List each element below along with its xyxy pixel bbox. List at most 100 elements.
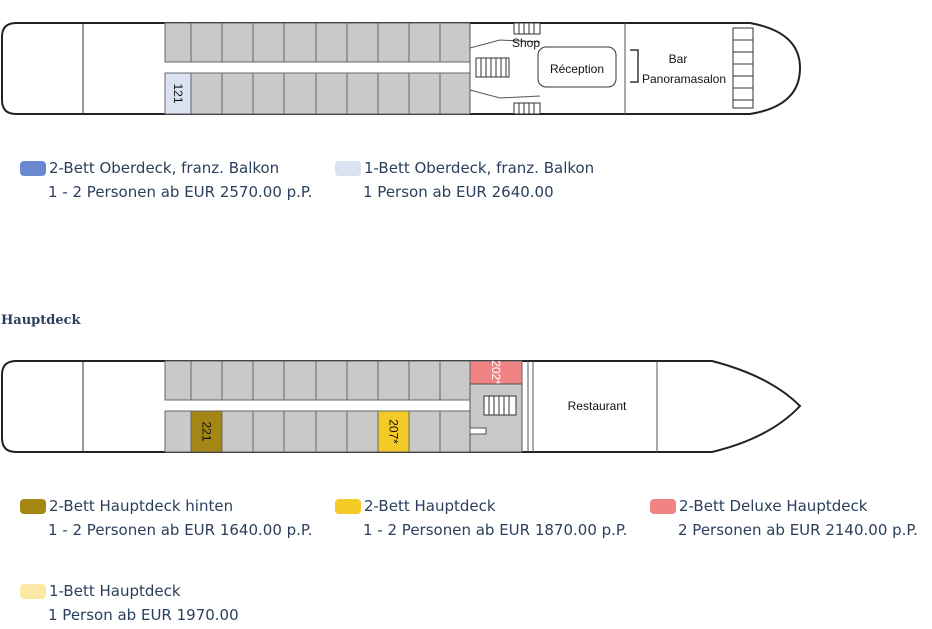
cabin[interactable]: [221, 360, 254, 401]
cabin-shape: [190, 360, 223, 401]
cabin[interactable]: [283, 410, 317, 453]
cabin-shape: [252, 360, 285, 401]
cabin-shape: [408, 410, 441, 453]
cabin-shape: [190, 72, 223, 115]
cabin-shape: [252, 410, 285, 453]
cabin-shape: [164, 72, 192, 115]
cabin-number: 202*: [489, 360, 503, 385]
cabin[interactable]: [164, 360, 192, 401]
cabin-shape: [439, 410, 471, 453]
legend-swatch: [335, 160, 361, 176]
cabin[interactable]: [190, 360, 223, 401]
cabin[interactable]: [439, 360, 471, 401]
cabin[interactable]: [283, 22, 317, 63]
upper-cabin-row-port: [164, 22, 471, 63]
cabin[interactable]: [164, 22, 192, 63]
cabin-shape: [315, 72, 348, 115]
cabin[interactable]: [252, 360, 285, 401]
cabin-shape: [346, 72, 379, 115]
cabin-shape: [439, 22, 471, 63]
legend-swatch: [335, 498, 361, 514]
cabin[interactable]: [221, 22, 254, 63]
cabin[interactable]: [346, 22, 379, 63]
legend-price: 1 - 2 Personen ab EUR 1640.00 p.P.: [48, 521, 313, 539]
cabin-shape: [346, 410, 379, 453]
cabin-shape: [221, 22, 254, 63]
cabin[interactable]: [346, 72, 379, 115]
cabin-207[interactable]: 207*: [377, 410, 410, 453]
cabin[interactable]: [252, 410, 285, 453]
cabin-shape: [252, 22, 285, 63]
bar-counter: [630, 49, 639, 83]
cabin-shape: [377, 72, 410, 115]
cabin[interactable]: [377, 22, 410, 63]
cabin[interactable]: [315, 22, 348, 63]
cabin-shape: [346, 22, 379, 63]
legend-price: 1 - 2 Personen ab EUR 2570.00 p.P.: [48, 183, 313, 201]
cabin[interactable]: [377, 72, 410, 115]
cabin-shape: [315, 410, 348, 453]
cabin-number: 121: [171, 83, 185, 103]
legend-name: 1-Bett Oberdeck, franz. Balkon: [364, 159, 595, 177]
cabin[interactable]: [315, 72, 348, 115]
upper-stair-top-icon: [513, 22, 541, 35]
cabin[interactable]: [346, 410, 379, 453]
cabin-121[interactable]: 121: [164, 72, 192, 115]
cabin-shape: [408, 72, 441, 115]
cabin-shape: [283, 360, 317, 401]
cabin-shape: [221, 72, 254, 115]
upper-cabin-row-starboard: 121: [164, 72, 471, 115]
cabin-202[interactable]: 202*: [469, 360, 523, 385]
cabin[interactable]: [315, 410, 348, 453]
cabin[interactable]: [252, 22, 285, 63]
legend-name: 2-Bett Deluxe Hauptdeck: [679, 497, 868, 515]
legend-item-2bett-hauptdeck: 2-Bett Hauptdeck 1 - 2 Personen ab EUR 1…: [335, 497, 645, 539]
main-cabin-row-starboard: 221 207*: [164, 410, 471, 453]
cabin-221[interactable]: 221: [190, 410, 223, 453]
cabin[interactable]: [190, 22, 223, 63]
cabin[interactable]: [408, 72, 441, 115]
legend-item-2bett-deluxe-hauptdeck: 2-Bett Deluxe Hauptdeck 2 Personen ab EU…: [650, 497, 930, 539]
legend-name: 2-Bett Hauptdeck: [364, 497, 496, 515]
cabin-shape: [283, 22, 317, 63]
cabin[interactable]: [252, 72, 285, 115]
legend-price: 1 Person ab EUR 1970.00: [48, 606, 239, 624]
cabin[interactable]: [164, 410, 192, 453]
legend-name: 2-Bett Oberdeck, franz. Balkon: [49, 159, 280, 177]
restaurant-label: Restaurant: [568, 399, 627, 413]
cabin[interactable]: [346, 360, 379, 401]
cabin[interactable]: [283, 72, 317, 115]
upper-deck-plan: 121 Shop Réception Bar Panoramasalon: [1, 22, 802, 115]
cabin-number: 221: [200, 421, 214, 441]
cabin[interactable]: [283, 360, 317, 401]
cabin[interactable]: [408, 410, 441, 453]
main-stair-block: [469, 383, 523, 453]
legend-item-1bett-hauptdeck: 1-Bett Hauptdeck 1 Person ab EUR 1970.00: [20, 582, 330, 624]
cabin-shape: [346, 360, 379, 401]
cabin[interactable]: [408, 360, 441, 401]
cabin[interactable]: [315, 360, 348, 401]
reception-label: Réception: [550, 62, 604, 76]
cabin[interactable]: [377, 360, 410, 401]
legend-item-1bett-oberdeck: 1-Bett Oberdeck, franz. Balkon 1 Person …: [335, 159, 645, 201]
cabin-shape: [190, 22, 223, 63]
cabin-shape: [283, 72, 317, 115]
cabin[interactable]: [439, 410, 471, 453]
cabin-shape: [283, 410, 317, 453]
bow-staircase-icon: [732, 27, 754, 109]
cabin[interactable]: [408, 22, 441, 63]
cabin-shape: [439, 72, 471, 115]
cabin[interactable]: [221, 72, 254, 115]
cabin[interactable]: [221, 410, 254, 453]
cabin-shape: [377, 360, 410, 401]
legend-swatch: [20, 160, 46, 176]
main-staircase-icon: [483, 395, 517, 416]
cabin[interactable]: [439, 72, 471, 115]
cabin[interactable]: [439, 22, 471, 63]
cabin-shape: [377, 410, 410, 453]
cabin[interactable]: [190, 72, 223, 115]
cabin-shape: [221, 360, 254, 401]
cabin-shape: [377, 22, 410, 63]
legend-name: 2-Bett Hauptdeck hinten: [49, 497, 234, 515]
legend-name: 1-Bett Hauptdeck: [49, 582, 181, 600]
